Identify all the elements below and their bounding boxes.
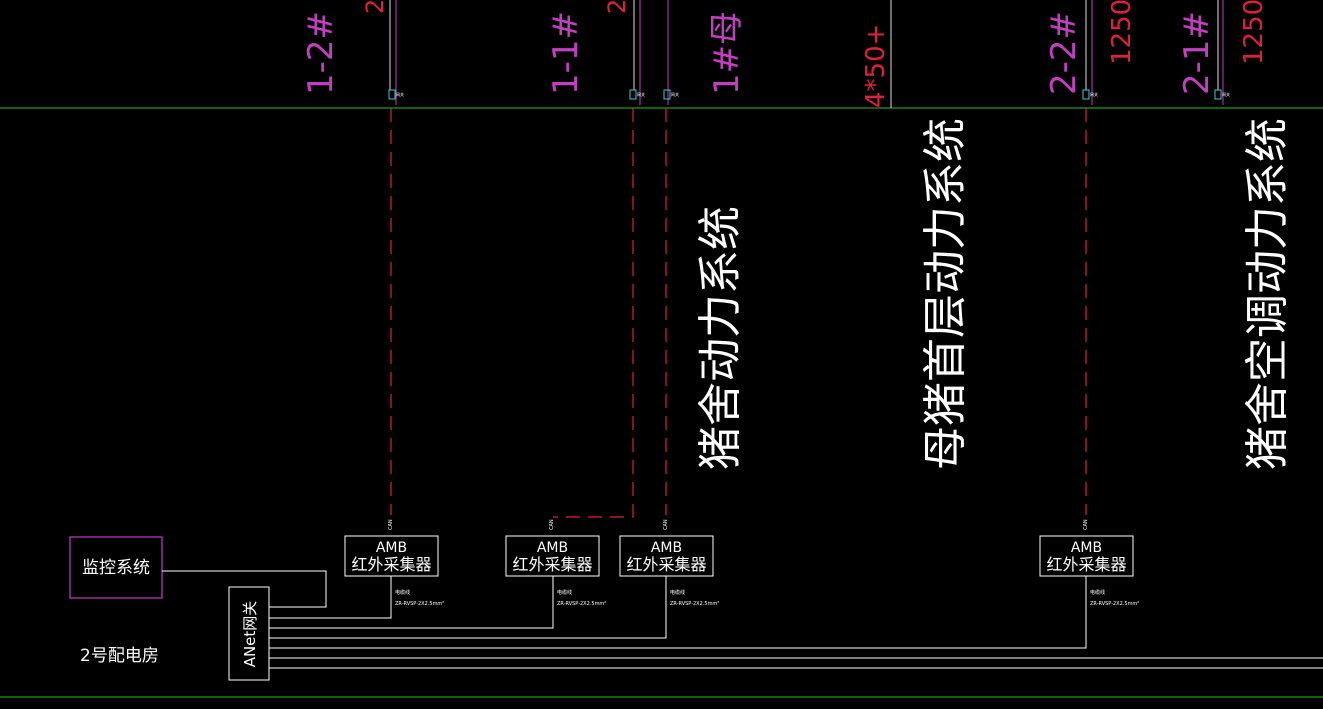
rating-2-2: 1250A — [1107, 0, 1137, 65]
cable-sub-label: 电缆线 — [395, 589, 410, 596]
room-label: 2号配电房 — [80, 646, 159, 666]
collector-name: 红外采集器 — [512, 555, 592, 574]
cable-sub-label: 电缆线 — [1090, 589, 1105, 596]
top-digit-1: 2 — [361, 0, 389, 14]
collector-model: AMB — [1071, 540, 1102, 556]
collector-name: 红外采集器 — [626, 555, 706, 574]
feeder-label-1-1: 1-1# — [546, 11, 586, 95]
cable-spec-label: ZR-RVSP-2X2.5mm² — [670, 601, 719, 607]
cable-spec-label: ZR-RVSP-2X2.5mm² — [557, 601, 606, 607]
cable-sub-label: 电缆线 — [557, 589, 572, 596]
top-digit-2: 2 — [603, 0, 631, 14]
monitor-system-label: 监控系统 — [82, 558, 150, 578]
gateway-label: ANet网关 — [241, 601, 259, 668]
feeder-label-2-1: 2-1# — [1177, 11, 1217, 95]
meter-icon — [1214, 89, 1222, 100]
gateway-box[interactable] — [228, 586, 270, 681]
meter-icon-tag: 网关 — [1090, 91, 1098, 97]
can-tag: CAN — [388, 519, 394, 530]
meter-icon-tag: 网关 — [396, 91, 404, 97]
can-tag: CAN — [1083, 519, 1089, 530]
collector-model: AMB — [537, 540, 568, 556]
system-label-ac-power: 猪舍空调动力系统 — [1242, 118, 1293, 470]
rating-2-1: 1250A — [1239, 0, 1269, 65]
feeder-label-2-2: 2-2# — [1044, 11, 1084, 95]
collector-model: AMB — [376, 540, 407, 556]
collector-name: 红外采集器 — [351, 555, 431, 574]
cable-spec-label: ZR-RVSP-2X2.5mm² — [1090, 601, 1139, 607]
system-label-ground-power: 母猪首层动力系统 — [920, 118, 971, 470]
feeder-label-1-2: 1-2# — [301, 11, 341, 95]
cable-sub-label: 电缆线 — [670, 589, 685, 596]
collector-model: AMB — [651, 540, 682, 556]
monitor-system-box[interactable] — [69, 536, 163, 599]
feeder-lines — [395, 0, 1224, 105]
meter-icon — [663, 89, 671, 100]
meter-icon-tag: 网关 — [1222, 91, 1230, 97]
meter-icon — [1082, 89, 1090, 100]
collectors: AMB红外采集器电缆线ZR-RVSP-2X2.5mm²AMB红外采集器电缆线ZR… — [344, 535, 1139, 607]
can-bus-lines — [390, 108, 1087, 518]
feeder-label-1-bus: 1#母 — [707, 11, 747, 95]
meter-icon — [388, 89, 396, 100]
meter-icon-tag: 网关 — [671, 91, 679, 97]
cable-spec-label: ZR-RVSP-2X2.5mm² — [395, 601, 444, 607]
can-tag: CAN — [549, 519, 555, 530]
can-tag: CAN — [663, 519, 669, 530]
meter-icons — [388, 89, 1222, 100]
system-label-pig-power: 猪舍动力系统 — [695, 206, 746, 470]
center-rating: 4*50+ — [861, 24, 891, 108]
meter-icon — [629, 89, 637, 100]
meter-icon-tag: 网关 — [637, 91, 645, 97]
bus-wiring — [162, 570, 1323, 669]
collector-name: 红外采集器 — [1046, 555, 1126, 574]
feeder-lines-white — [389, 0, 1219, 108]
